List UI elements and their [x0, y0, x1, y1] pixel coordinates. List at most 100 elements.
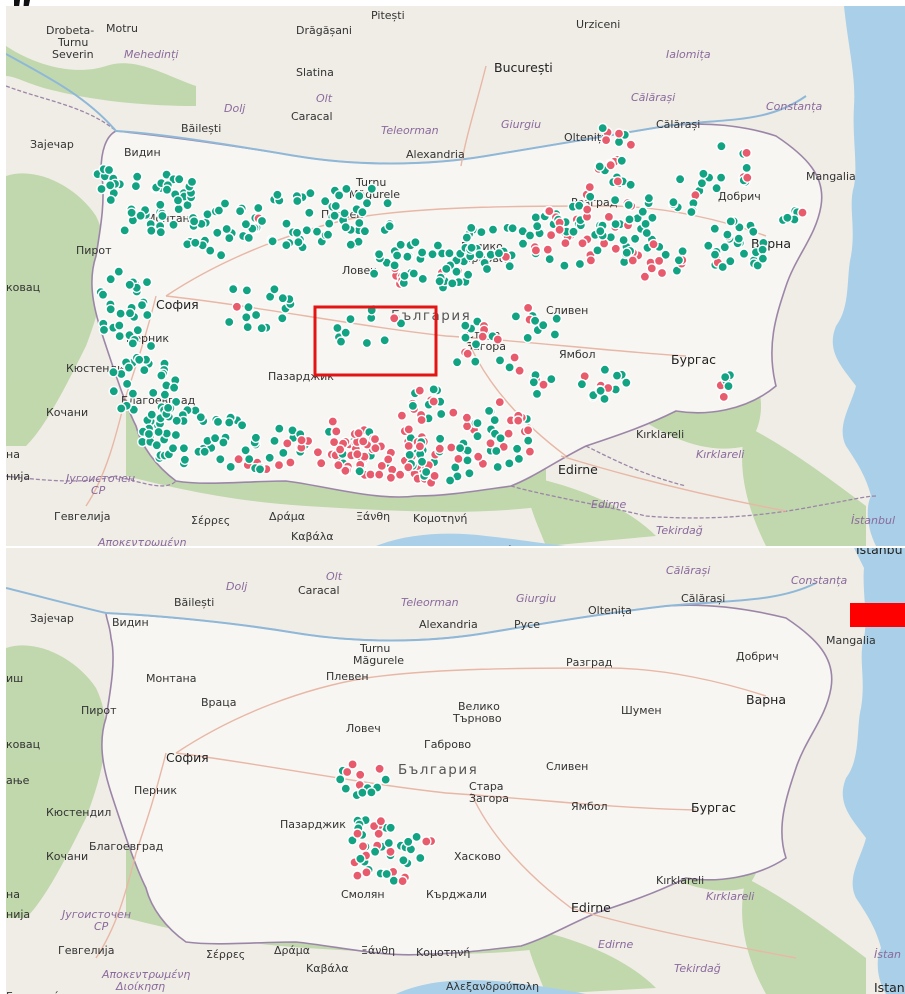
marker-green[interactable]: [361, 197, 373, 209]
marker-green[interactable]: [686, 206, 697, 218]
marker-green[interactable]: [546, 373, 557, 385]
marker-green[interactable]: [132, 324, 144, 336]
marker-green[interactable]: [427, 248, 438, 260]
marker-red[interactable]: [402, 461, 414, 473]
marker-red[interactable]: [610, 243, 622, 255]
marker-green[interactable]: [168, 382, 180, 394]
marker-green[interactable]: [599, 364, 611, 376]
marker-green[interactable]: [243, 301, 254, 313]
marker-green[interactable]: [171, 415, 182, 427]
marker-red[interactable]: [375, 815, 387, 827]
marker-red[interactable]: [512, 415, 524, 426]
marker-green[interactable]: [391, 250, 403, 261]
marker-green[interactable]: [719, 371, 731, 383]
marker-green[interactable]: [513, 453, 525, 465]
marker-green[interactable]: [267, 235, 278, 247]
marker-green[interactable]: [276, 312, 288, 324]
marker-green[interactable]: [240, 444, 251, 456]
marker-green[interactable]: [136, 299, 148, 311]
marker-green[interactable]: [322, 229, 334, 240]
marker-red[interactable]: [273, 459, 285, 471]
marker-green[interactable]: [709, 223, 721, 234]
marker-red[interactable]: [453, 453, 464, 465]
marker-green[interactable]: [504, 260, 516, 272]
marker-green[interactable]: [334, 774, 346, 785]
marker-green[interactable]: [487, 224, 499, 235]
marker-green[interactable]: [98, 324, 110, 336]
marker-green[interactable]: [113, 266, 125, 277]
marker-green[interactable]: [252, 202, 264, 214]
marker-green[interactable]: [223, 417, 235, 428]
marker-red[interactable]: [613, 128, 625, 139]
marker-green[interactable]: [357, 206, 368, 218]
marker-green[interactable]: [637, 206, 649, 217]
marker-green[interactable]: [240, 311, 252, 323]
marker-green[interactable]: [130, 180, 142, 192]
marker-red[interactable]: [385, 472, 397, 484]
marker-green[interactable]: [291, 227, 303, 239]
marker-red[interactable]: [461, 412, 473, 424]
marker-red[interactable]: [373, 469, 385, 480]
marker-green[interactable]: [124, 279, 135, 291]
marker-green[interactable]: [355, 853, 366, 865]
marker-green[interactable]: [108, 385, 120, 397]
marker-green[interactable]: [105, 194, 117, 206]
marker-green[interactable]: [725, 255, 736, 267]
marker-green[interactable]: [227, 283, 239, 295]
marker-red[interactable]: [492, 334, 504, 345]
marker-green[interactable]: [434, 433, 446, 445]
marker-red[interactable]: [600, 134, 612, 146]
marker-red[interactable]: [420, 836, 432, 847]
marker-green[interactable]: [621, 247, 633, 258]
marker-green[interactable]: [677, 245, 688, 257]
marker-green[interactable]: [529, 315, 541, 327]
marker-green[interactable]: [462, 269, 474, 281]
marker-green[interactable]: [715, 172, 727, 183]
selected-region-rectangle[interactable]: [313, 305, 438, 377]
marker-red[interactable]: [353, 427, 364, 439]
marker-red[interactable]: [334, 444, 346, 455]
marker-green[interactable]: [576, 378, 588, 390]
marker-red[interactable]: [612, 176, 624, 187]
marker-green[interactable]: [97, 289, 109, 301]
marker-green[interactable]: [461, 232, 473, 243]
marker-green[interactable]: [368, 268, 380, 280]
marker-green[interactable]: [592, 245, 603, 256]
marker-green[interactable]: [444, 247, 455, 259]
marker-green[interactable]: [141, 276, 153, 288]
marker-green[interactable]: [698, 168, 709, 180]
marker-red[interactable]: [522, 302, 534, 314]
marker-red[interactable]: [370, 442, 381, 454]
marker-green[interactable]: [213, 205, 225, 216]
marker-green[interactable]: [281, 218, 292, 229]
marker-green[interactable]: [616, 155, 628, 167]
marker-green[interactable]: [399, 270, 410, 282]
marker-green[interactable]: [584, 191, 596, 203]
marker-green[interactable]: [277, 292, 289, 304]
marker-red[interactable]: [374, 763, 385, 775]
marker-green[interactable]: [381, 868, 393, 880]
marker-red[interactable]: [357, 436, 369, 447]
marker-green[interactable]: [234, 205, 246, 217]
marker-green[interactable]: [503, 458, 515, 469]
marker-green[interactable]: [369, 846, 381, 858]
marker-green[interactable]: [146, 409, 158, 420]
marker-green[interactable]: [147, 387, 159, 399]
marker-green[interactable]: [311, 226, 323, 237]
marker-green[interactable]: [716, 140, 727, 152]
marker-green[interactable]: [345, 313, 356, 325]
marker-red[interactable]: [281, 438, 293, 449]
marker-red[interactable]: [403, 424, 415, 435]
marker-green[interactable]: [673, 254, 685, 266]
marker-red[interactable]: [445, 442, 457, 453]
marker-green[interactable]: [528, 376, 540, 388]
marker-green[interactable]: [610, 218, 621, 230]
marker-green[interactable]: [330, 200, 342, 212]
marker-green[interactable]: [395, 239, 407, 251]
marker-green[interactable]: [105, 303, 116, 315]
marker-red[interactable]: [347, 759, 358, 770]
marker-green[interactable]: [416, 247, 428, 258]
marker-red[interactable]: [396, 410, 408, 421]
marker-green[interactable]: [211, 227, 223, 239]
marker-red[interactable]: [718, 391, 730, 403]
